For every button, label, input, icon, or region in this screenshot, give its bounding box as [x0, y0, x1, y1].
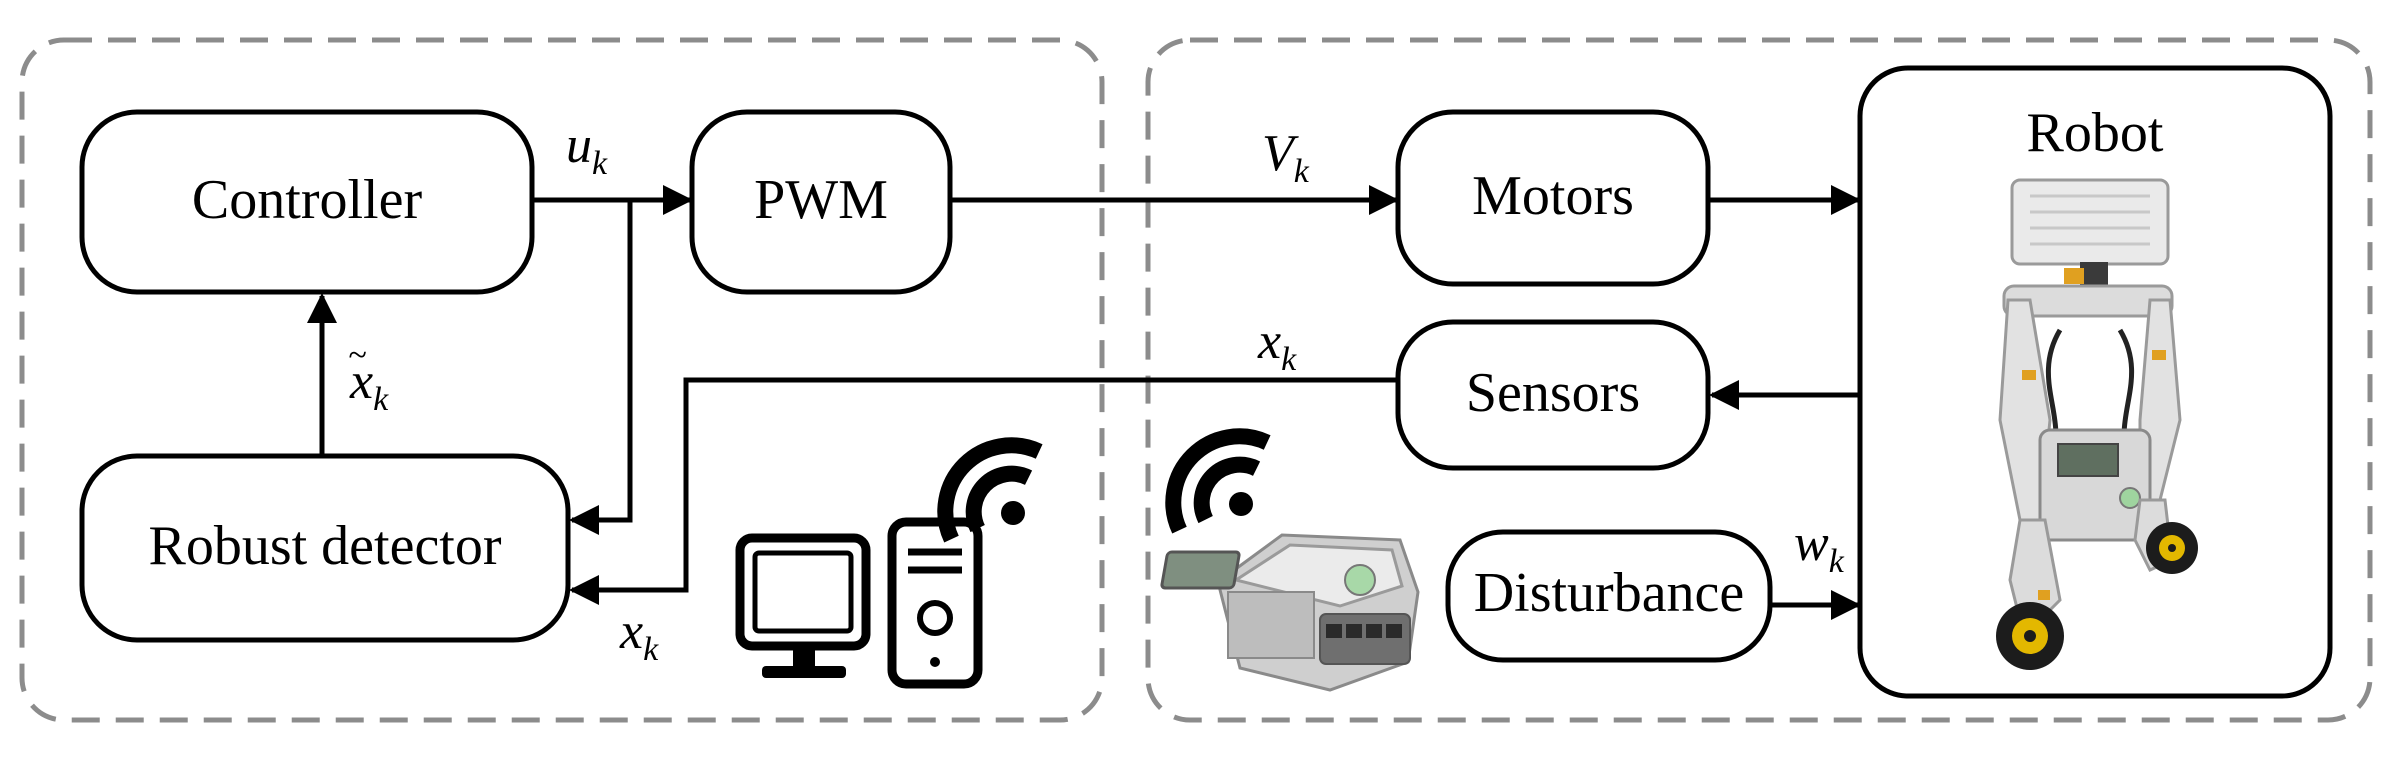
wifi-signal-icon	[1165, 428, 1271, 534]
u-k-label: uk	[566, 117, 608, 182]
motors-block: Motors	[1395, 109, 1711, 287]
svg-text:xk: xk	[349, 353, 389, 418]
pwm-label: PWM	[754, 169, 888, 231]
sensors-label: Sensors	[1466, 362, 1640, 424]
motors-label: Motors	[1472, 165, 1634, 227]
sensors-block: Sensors	[1395, 319, 1711, 471]
robot-block: Robot	[1857, 65, 2333, 699]
controller-label: Controller	[192, 169, 423, 231]
robust-detector-label: Robust detector	[148, 515, 501, 577]
computer-side-frame	[19, 37, 1105, 723]
x-k-sensors-label: xk	[1257, 313, 1297, 378]
robot-photo	[1996, 178, 2198, 670]
disturbance-block: Disturbance	[1445, 529, 1773, 663]
robot-label: Robot	[2027, 102, 2164, 164]
computer-monitor-icon	[735, 533, 871, 678]
svg-text:~: ~	[348, 337, 366, 374]
signal-wires	[307, 185, 1861, 620]
robust-detector-block: Robust detector	[79, 453, 571, 643]
controller-block: Controller	[79, 109, 535, 295]
v-k-label: Vk	[1262, 125, 1310, 190]
computer-tower-icon	[887, 517, 983, 689]
disturbance-label: Disturbance	[1474, 562, 1745, 624]
wifi-signal-icon	[937, 437, 1043, 543]
w-k-label: wk	[1794, 515, 1845, 580]
ev3-brick-icon	[1160, 533, 1420, 692]
x-k-detector-label: xk	[619, 603, 659, 668]
x-tilde-k-label: ~ xk	[348, 337, 389, 418]
pwm-block: PWM	[689, 109, 953, 295]
